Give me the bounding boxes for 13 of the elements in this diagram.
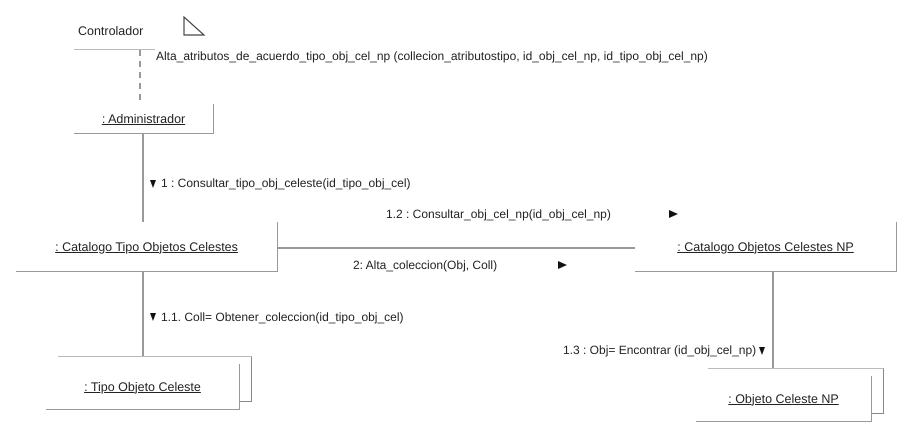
link-line <box>142 134 144 222</box>
object-name: : Objeto Celeste NP <box>728 392 839 406</box>
message-label: 1 : Consultar_tipo_obj_celeste(id_tipo_obj_cel) <box>160 176 412 190</box>
object-name: Controlador <box>78 24 144 38</box>
object-name: : Administrador <box>102 112 186 126</box>
message-label: 2: Alta_coleccion(Obj, Coll) <box>352 258 498 272</box>
object-name: : Catalogo Objetos Celestes NP <box>677 240 854 254</box>
object-name: : Catalogo Tipo Objetos Celestes <box>55 240 238 254</box>
message-label: 1.2 : Consultar_obj_cel_np(id_obj_cel_np) <box>385 207 612 221</box>
object-name: : Tipo Objeto Celeste <box>84 380 201 394</box>
message-label: 1.3 : Obj= Encontrar (id_obj_cel_np) <box>562 343 758 357</box>
message-label: 1.1. Coll= Obtener_coleccion(id_tipo_obj_cel) <box>160 310 404 324</box>
message-label: Alta_atributos_de_acuerdo_tipo_obj_cel_np (collecion_atributostipo, id_obj_cel_np, id_tipo_obj_cel_np) <box>155 49 709 63</box>
